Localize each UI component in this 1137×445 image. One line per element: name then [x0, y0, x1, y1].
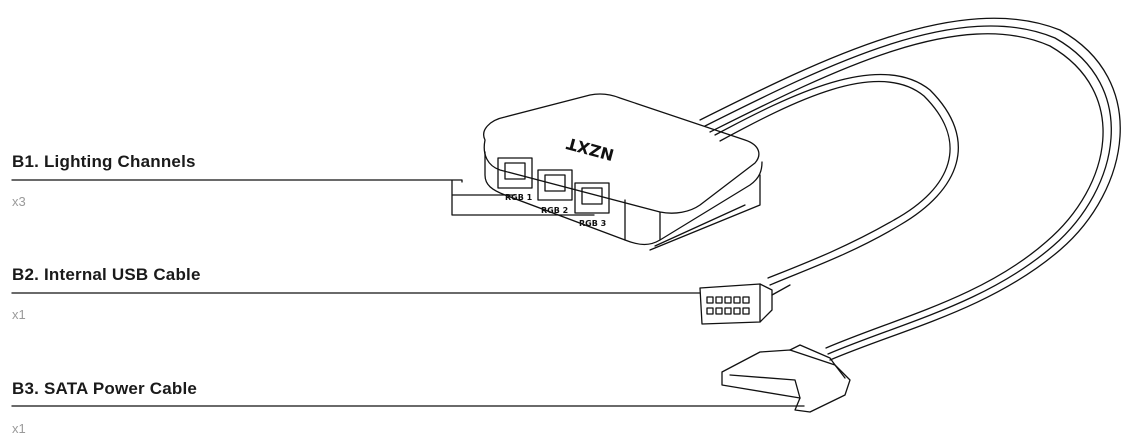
- component-quantity-b1: x3: [12, 194, 26, 209]
- component-label-b3: B3. SATA Power Cable: [12, 379, 198, 398]
- usb-pins: [706, 296, 750, 315]
- controller-side: [484, 151, 763, 246]
- brand-logo: NZXT: [564, 134, 616, 165]
- port-label-rgb-2: RGB 2: [541, 206, 568, 215]
- component-quantity-b2: x1: [12, 307, 26, 322]
- component-label-b1: B1. Lighting Channels: [12, 152, 196, 171]
- leader-line-b1: [11, 179, 595, 216]
- controller-top: [483, 93, 760, 214]
- port-rgb-3: [574, 182, 610, 214]
- cable-inner-loop: [714, 73, 959, 286]
- component-label-b2: B2. Internal USB Cable: [12, 265, 201, 284]
- cable-outer-loop: [699, 17, 1121, 361]
- port-label-rgb-3: RGB 3: [579, 219, 606, 228]
- sata-connector: [721, 349, 851, 413]
- port-rgb-2: [537, 169, 573, 201]
- port-label-rgb-1: RGB 1: [505, 193, 533, 202]
- usb-connector: [699, 283, 773, 325]
- port-rgb-1: [497, 157, 533, 189]
- component-quantity-b3: x1: [12, 421, 26, 436]
